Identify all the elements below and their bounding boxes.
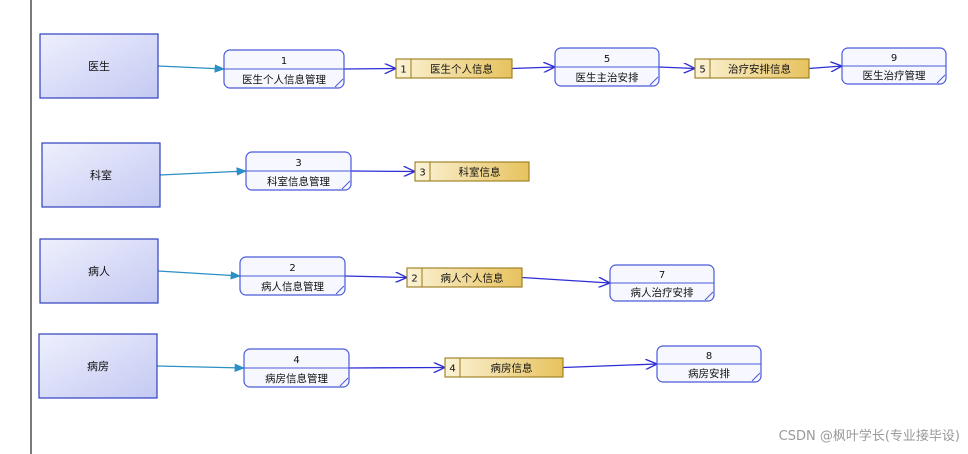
entity-doctor: 医生 bbox=[39, 33, 159, 99]
flow-arrow-s5-p9 bbox=[808, 66, 842, 69]
process-number: 5 bbox=[604, 54, 610, 65]
store-label: 医生个人信息 bbox=[430, 63, 493, 76]
store-s5: 5 治疗安排信息 bbox=[694, 58, 810, 79]
process-p3: 3 科室信息管理 bbox=[245, 151, 352, 191]
store-box bbox=[444, 357, 564, 378]
process-number: 2 bbox=[289, 263, 295, 274]
entity-patient: 病人 bbox=[39, 238, 159, 304]
process-number: 7 bbox=[659, 270, 665, 281]
process-corner-mark bbox=[341, 180, 351, 190]
entity-department: 科室 bbox=[41, 142, 161, 208]
entity-label: 医生 bbox=[88, 59, 110, 73]
store-number: 3 bbox=[419, 168, 425, 179]
process-label: 医生个人信息管理 bbox=[242, 73, 326, 86]
entity-box bbox=[41, 142, 161, 208]
store-number: 2 bbox=[411, 274, 417, 285]
watermark: CSDN @枫叶学长(专业接毕设) bbox=[778, 429, 960, 444]
process-label: 病人治疗安排 bbox=[631, 286, 694, 299]
flow-arrow-doctor-p1 bbox=[157, 64, 226, 73]
entity-label: 病人 bbox=[88, 264, 110, 278]
entity-label: 科室 bbox=[90, 168, 112, 182]
store-s4: 4 病房信息 bbox=[444, 357, 564, 378]
store-box bbox=[414, 161, 530, 182]
store-s1: 1 医生个人信息 bbox=[395, 58, 513, 79]
store-label: 科室信息 bbox=[459, 166, 501, 179]
flow-arrow-p1-s1 bbox=[343, 69, 396, 70]
store-number: 1 bbox=[400, 65, 406, 76]
process-corner-mark bbox=[335, 285, 345, 295]
entity-ward: 病房 bbox=[38, 333, 158, 399]
process-p7: 7 病人治疗安排 bbox=[609, 264, 715, 302]
flow-arrow-p5-s5 bbox=[658, 67, 695, 69]
store-number: 4 bbox=[449, 364, 455, 375]
flow-arrow-p3-s3 bbox=[350, 171, 415, 172]
process-p4: 4 病房信息管理 bbox=[243, 348, 350, 388]
flow-arrow-s4-p8 bbox=[562, 364, 657, 368]
process-p9: 9 医生治疗管理 bbox=[841, 47, 947, 85]
process-label: 医生主治安排 bbox=[576, 71, 639, 84]
process-number: 9 bbox=[891, 53, 897, 64]
flow-arrow-ward-p4 bbox=[156, 363, 246, 372]
store-number: 5 bbox=[699, 65, 705, 76]
flow-arrow-s1-p5 bbox=[511, 67, 555, 69]
store-box bbox=[395, 58, 513, 79]
process-corner-mark bbox=[751, 372, 761, 382]
flow-arrow-patient-p2 bbox=[157, 270, 242, 280]
store-box bbox=[406, 267, 523, 288]
store-label: 病人个人信息 bbox=[441, 272, 504, 285]
process-number: 1 bbox=[281, 56, 287, 67]
flow-arrow-p4-s4 bbox=[348, 368, 445, 369]
process-number: 4 bbox=[293, 355, 299, 366]
store-box bbox=[694, 58, 810, 79]
process-corner-mark bbox=[339, 377, 349, 387]
process-p1: 1 医生个人信息管理 bbox=[223, 49, 345, 89]
process-number: 8 bbox=[706, 351, 712, 362]
process-p5: 5 医生主治安排 bbox=[554, 47, 660, 87]
process-label: 病房安排 bbox=[688, 367, 730, 380]
process-p8: 8 病房安排 bbox=[656, 345, 762, 383]
store-s3: 3 科室信息 bbox=[414, 161, 530, 182]
process-number: 3 bbox=[295, 158, 301, 169]
store-label: 治疗安排信息 bbox=[728, 63, 791, 76]
process-corner-mark bbox=[936, 74, 946, 84]
flow-arrow-s2-p7 bbox=[521, 276, 610, 284]
process-label: 病房信息管理 bbox=[265, 372, 328, 385]
entity-label: 病房 bbox=[87, 359, 109, 373]
flow-arrow-p2-s2 bbox=[344, 276, 407, 278]
process-label: 科室信息管理 bbox=[267, 175, 330, 188]
entity-box bbox=[38, 333, 158, 399]
process-corner-mark bbox=[704, 291, 714, 301]
flow-arrow-department-p3 bbox=[159, 167, 248, 176]
process-p2: 2 病人信息管理 bbox=[239, 256, 346, 296]
process-label: 医生治疗管理 bbox=[863, 69, 926, 82]
store-s2: 2 病人个人信息 bbox=[406, 267, 523, 288]
entity-box bbox=[39, 33, 159, 99]
entity-box bbox=[39, 238, 159, 304]
process-corner-mark bbox=[334, 78, 344, 88]
process-label: 病人信息管理 bbox=[261, 280, 324, 293]
process-corner-mark bbox=[649, 76, 659, 86]
store-label: 病房信息 bbox=[491, 362, 533, 375]
